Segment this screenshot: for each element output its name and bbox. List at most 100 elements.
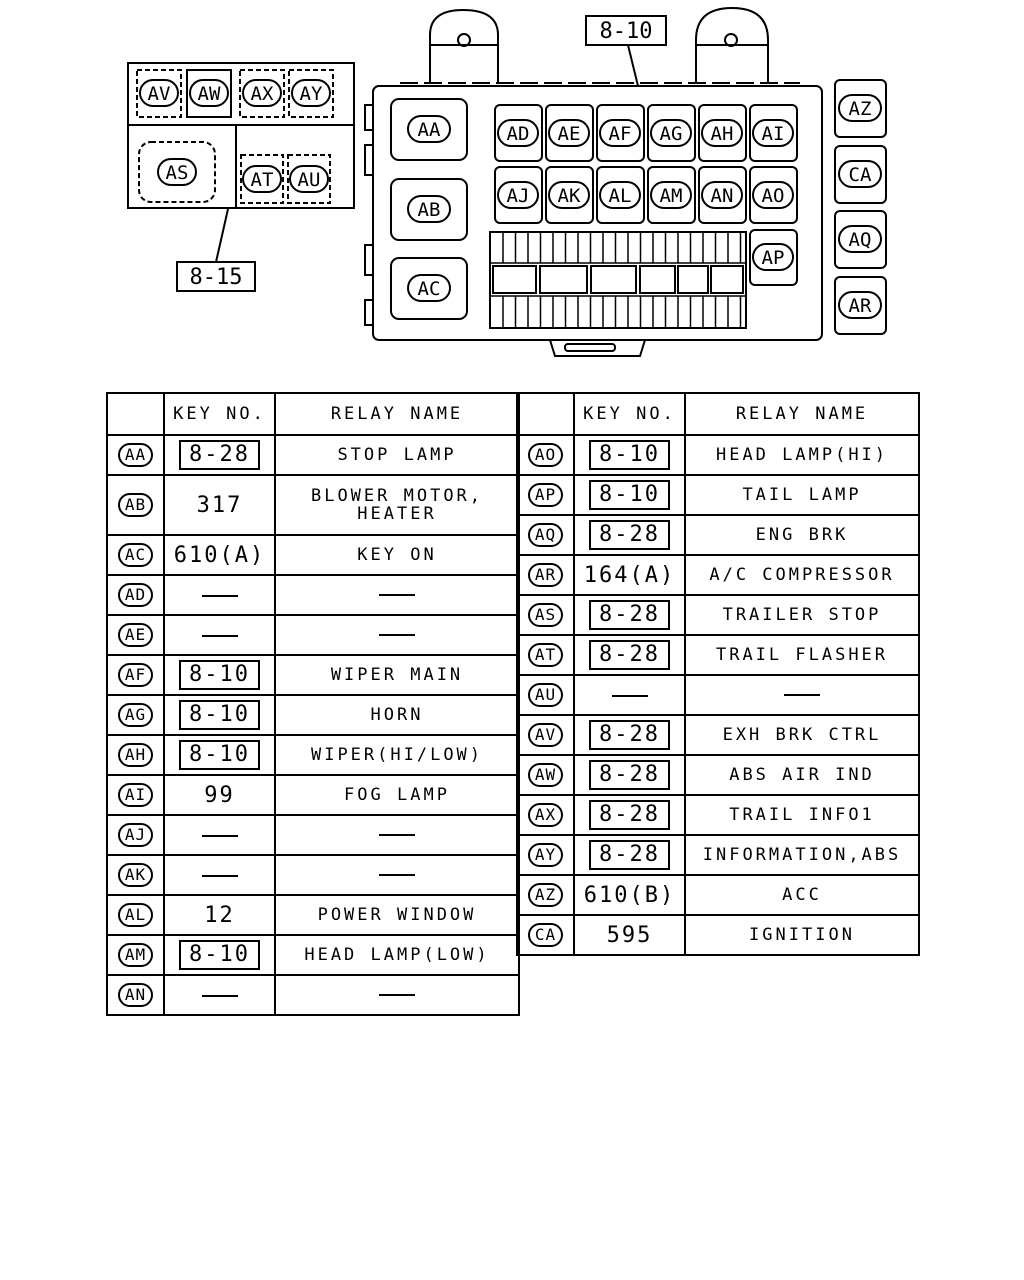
relay-oval-az-label: AZ [849, 98, 872, 120]
relay-name-cell: WIPER(HI/LOW) [274, 734, 520, 776]
relay-name-cell: BLOWER MOTOR,HEATER [274, 474, 520, 536]
relay-code-badge: AI [117, 783, 154, 807]
key-no-boxed: 8-28 [589, 520, 670, 550]
relay-name-cell: ACC [684, 874, 920, 916]
relay-oval-ae: AE [548, 119, 590, 147]
relay-name-cell: ABS AIR IND [684, 754, 920, 796]
relay-name-cell [274, 814, 520, 856]
fuse-block [489, 231, 747, 329]
key-no-cell: 164(A) [573, 554, 686, 596]
table-row: AJ [106, 814, 520, 856]
header-code [106, 392, 165, 436]
header-relay-name: RELAY NAME [274, 392, 520, 436]
empty-dash [201, 834, 238, 837]
leader-line-8-15 [215, 208, 229, 263]
relay-code-badge: AW [527, 763, 564, 787]
callout-8-15-label: 8-15 [190, 265, 243, 290]
relay-oval-az: AZ [838, 94, 882, 122]
empty-dash [379, 834, 415, 836]
code-cell: AD [106, 574, 165, 616]
relay-oval-aq-label: AQ [849, 229, 872, 251]
key-no-boxed: 8-28 [589, 640, 670, 670]
header-key-no: KEY NO. [163, 392, 276, 436]
relay-oval-ak: AK [548, 181, 590, 209]
relay-oval-ay: AY [291, 79, 331, 107]
relay-oval-aa-label: AA [418, 119, 441, 141]
relay-name: A/C COMPRESSOR [709, 565, 895, 585]
code-cell: AZ [516, 874, 575, 916]
relay-oval-ab-label: AB [418, 199, 441, 221]
relay-code-badge: AL [117, 903, 154, 927]
empty-dash [379, 994, 415, 996]
key-no-cell [163, 814, 276, 856]
code-cell: AB [106, 474, 165, 536]
code-cell: AC [106, 534, 165, 576]
relay-oval-ak-label: AK [558, 185, 581, 207]
relay-code-badge: AS [527, 603, 564, 627]
key-no-boxed: 8-10 [179, 660, 260, 690]
relay-code-badge: AC [117, 543, 154, 567]
relay-oval-an: AN [701, 181, 743, 209]
callout-8-15: 8-15 [176, 261, 256, 292]
code-cell: AQ [516, 514, 575, 556]
key-no-value: 12 [204, 902, 235, 928]
relay-name-cell [684, 674, 920, 716]
relay-name-cell: TAIL LAMP [684, 474, 920, 516]
empty-dash [201, 634, 238, 637]
code-cell: AK [106, 854, 165, 896]
relay-oval-ax: AX [242, 79, 282, 107]
empty-dash [201, 594, 238, 597]
relay-oval-ad-label: AD [507, 123, 530, 145]
relay-name: ENG BRK [755, 525, 849, 545]
relay-name: FOG LAMP [344, 785, 450, 805]
relay-oval-au-label: AU [298, 169, 321, 191]
relay-oval-ay-label: AY [300, 83, 323, 105]
relay-name: IGNITION [749, 925, 855, 945]
key-no-cell: 8-10 [573, 434, 686, 476]
callout-8-10: 8-10 [585, 15, 667, 46]
relay-oval-ac-label: AC [418, 278, 441, 300]
relay-oval-ar: AR [838, 291, 882, 319]
relay-name-cell: EXH BRK CTRL [684, 714, 920, 756]
relay-code-badge: AU [527, 683, 564, 707]
code-cell: AH [106, 734, 165, 776]
key-no-cell: 8-28 [163, 434, 276, 476]
relay-oval-aq: AQ [838, 225, 882, 253]
relay-code-badge: AJ [117, 823, 154, 847]
relay-name: HORN [370, 705, 424, 725]
relay-name-cell [274, 974, 520, 1016]
relay-name-cell [274, 574, 520, 616]
key-no-value: 595 [606, 922, 653, 948]
key-no-cell: 8-28 [573, 514, 686, 556]
key-no-cell [573, 674, 686, 716]
relay-code-badge: AX [527, 803, 564, 827]
relay-code-badge: AK [117, 863, 154, 887]
empty-dash [201, 994, 238, 997]
empty-dash [379, 594, 415, 596]
relay-name-cell: HEAD LAMP(HI) [684, 434, 920, 476]
key-no-boxed: 8-28 [589, 600, 670, 630]
table-row: AN [106, 974, 520, 1016]
code-cell: AF [106, 654, 165, 696]
relay-code-badge: AH [117, 743, 154, 767]
relay-code-badge: AB [117, 493, 154, 517]
key-no-cell: 8-10 [163, 694, 276, 736]
relay-name-cell [274, 614, 520, 656]
relay-name-cell: A/C COMPRESSOR [684, 554, 920, 596]
key-no-cell: 8-28 [573, 634, 686, 676]
relay-name: HEAD LAMP(LOW) [304, 945, 490, 965]
relay-code-badge: AQ [527, 523, 564, 547]
relay-name-line2: HEATER [357, 504, 437, 524]
key-no-value: 164(A) [583, 562, 676, 588]
